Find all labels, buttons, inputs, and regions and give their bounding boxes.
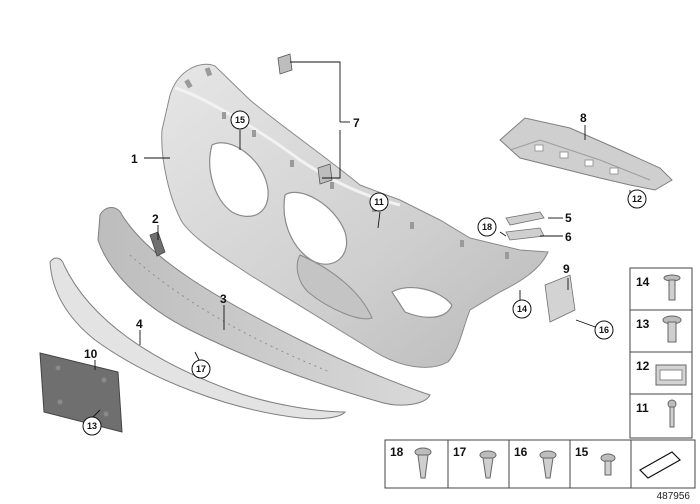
fastener-label-15: 15 bbox=[575, 445, 589, 459]
direction-arrow-icon bbox=[639, 451, 681, 479]
callout-12: 12 bbox=[627, 189, 647, 209]
small-parts bbox=[149, 53, 576, 323]
callout-3: 3 bbox=[220, 292, 227, 306]
callout-4: 4 bbox=[136, 317, 143, 331]
expanding-rivet-icon bbox=[414, 447, 432, 479]
callout-2: 2 bbox=[152, 212, 159, 226]
callout-8: 8 bbox=[580, 111, 587, 125]
fastener-table-vertical: 14 13 12 11 bbox=[629, 267, 693, 439]
fastener-label-13: 13 bbox=[636, 317, 650, 331]
callout-18: 18 bbox=[477, 217, 497, 237]
lower-spoiler bbox=[97, 207, 431, 406]
callout-15: 15 bbox=[230, 110, 250, 130]
fastener-label-18: 18 bbox=[390, 445, 404, 459]
svg-text:18: 18 bbox=[482, 222, 492, 232]
svg-text:15: 15 bbox=[235, 115, 245, 125]
callout-17: 17 bbox=[191, 359, 211, 379]
rivet-icon bbox=[600, 453, 616, 476]
callout-14: 14 bbox=[512, 299, 532, 319]
bumper-cover bbox=[161, 63, 549, 368]
callout-16: 16 bbox=[594, 320, 614, 340]
license-plate-base bbox=[39, 352, 123, 433]
fastener-label-11: 11 bbox=[636, 401, 649, 415]
push-clip-icon bbox=[479, 450, 497, 479]
svg-text:17: 17 bbox=[196, 364, 206, 374]
screw-icon bbox=[663, 274, 681, 301]
clip-icon bbox=[539, 450, 557, 479]
callout-11: 11 bbox=[369, 192, 389, 212]
fastener-label-17: 17 bbox=[453, 445, 467, 459]
svg-text:13: 13 bbox=[87, 421, 97, 431]
callout-13: 13 bbox=[82, 416, 102, 436]
trim-strip bbox=[49, 257, 347, 420]
pin-icon bbox=[667, 399, 677, 428]
callout-6: 6 bbox=[565, 230, 572, 244]
bolt-icon bbox=[662, 315, 682, 343]
clip-nut-icon bbox=[655, 364, 687, 386]
fastener-label-16: 16 bbox=[514, 445, 528, 459]
svg-text:14: 14 bbox=[517, 304, 527, 314]
fastener-label-14: 14 bbox=[636, 275, 650, 289]
diagram-number: 487956 bbox=[657, 491, 691, 502]
bumper-bracket bbox=[499, 117, 673, 191]
callouts: 1 2 3 4 5 6 7 8 9 10 11 12 13 14 15 bbox=[82, 110, 647, 436]
svg-text:11: 11 bbox=[374, 197, 384, 207]
callout-7: 7 bbox=[353, 116, 360, 130]
callout-10: 10 bbox=[84, 347, 98, 361]
callout-9: 9 bbox=[563, 262, 570, 276]
fastener-label-12: 12 bbox=[636, 359, 650, 373]
leader-lines bbox=[91, 61, 631, 419]
svg-text:12: 12 bbox=[632, 194, 642, 204]
callout-5: 5 bbox=[565, 211, 572, 225]
callout-1: 1 bbox=[131, 152, 138, 166]
fastener-table-horizontal: 18 17 16 15 bbox=[384, 439, 696, 489]
svg-text:16: 16 bbox=[599, 325, 609, 335]
